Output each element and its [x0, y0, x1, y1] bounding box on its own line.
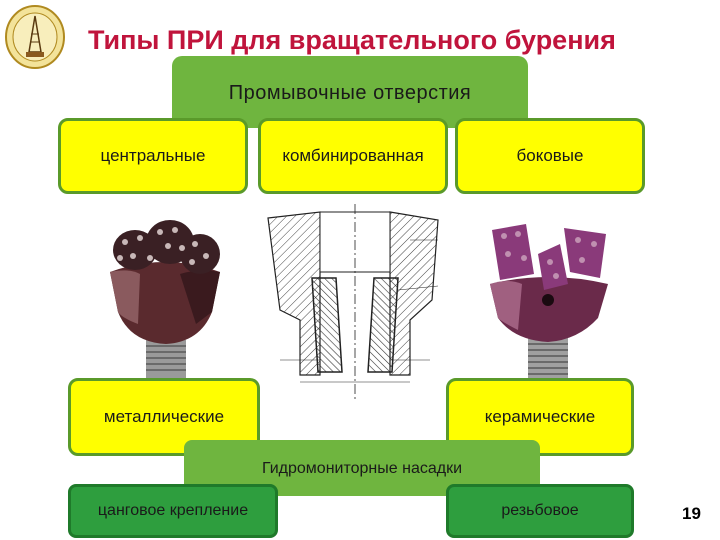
hydromonitor-nozzles-label: Гидромониторные насадки [261, 460, 463, 477]
ceramic-nozzles-label: керамические [484, 407, 596, 426]
flush-holes-label: Промывочные отверстия [228, 82, 472, 104]
central-holes-label: центральные [100, 146, 206, 165]
drill-bit-metal-image [110, 220, 220, 378]
page-number: 19 [682, 504, 701, 523]
side-holes-label: боковые [516, 146, 584, 165]
slide-title: Типы ПРИ для вращательного бурения [88, 25, 616, 55]
threaded-mount-box: резьбовое [446, 484, 634, 538]
collet-mount-box: цанговое крепление [68, 484, 278, 538]
university-seal-icon [5, 5, 65, 69]
side-holes-box: боковые [455, 118, 645, 194]
nozzle-drawing-image [267, 204, 439, 400]
combined-holes-label: комбинированная [282, 146, 424, 165]
central-holes-box: центральные [58, 118, 248, 194]
combined-holes-box: комбинированная [258, 118, 448, 194]
drill-bit-ceramic-image [490, 224, 608, 380]
threaded-mount-label: резьбовое [501, 502, 579, 519]
metal-nozzles-label: металлические [103, 407, 225, 426]
flush-holes-panel [172, 56, 528, 128]
collet-mount-label: цанговое крепление [97, 502, 249, 519]
